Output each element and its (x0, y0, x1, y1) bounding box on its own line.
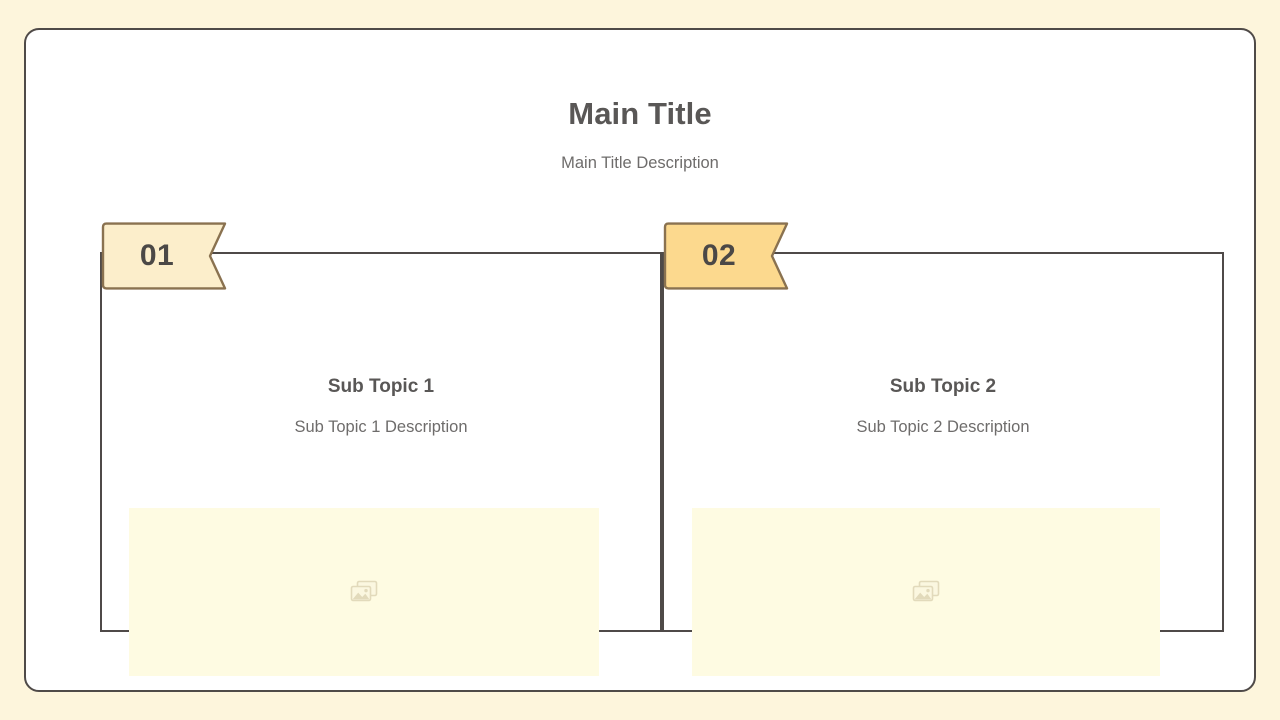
ribbon-shape-02 (663, 222, 789, 290)
card-01-box: Sub Topic 1 Sub Topic 1 Description (100, 252, 662, 676)
card-02-title: Sub Topic 2 (889, 376, 997, 397)
card-02-image-placeholder[interactable] (692, 508, 1160, 676)
card-02[interactable]: Sub Topic 2 Sub Topic 2 Description 02 (661, 222, 1224, 676)
card-01-ribbon: 01 (99, 222, 229, 290)
cards-container: Sub Topic 1 Sub Topic 1 Description 01 (26, 30, 1254, 690)
slide-header: Main Title Main Title Description (26, 30, 1254, 173)
card-01-number: 01 (139, 239, 175, 272)
card-01[interactable]: Sub Topic 1 Sub Topic 1 Description 01 (99, 222, 662, 676)
card-02-number: 02 (701, 239, 737, 272)
card-01-description: Sub Topic 1 Description (294, 418, 468, 436)
ribbon-shape-01 (101, 222, 227, 290)
page-title: Main Title (568, 96, 712, 131)
slide-frame: Main Title Main Title Description Sub To… (24, 28, 1256, 692)
card-01-image-placeholder[interactable] (129, 508, 599, 676)
card-02-box: Sub Topic 2 Sub Topic 2 Description (662, 252, 1224, 676)
card-02-description: Sub Topic 2 Description (856, 418, 1030, 436)
card-01-title: Sub Topic 1 (327, 376, 435, 397)
image-stack-icon (912, 580, 940, 602)
card-02-ribbon: 02 (661, 222, 791, 290)
image-stack-icon (350, 580, 378, 602)
page-subtitle: Main Title Description (561, 154, 719, 172)
